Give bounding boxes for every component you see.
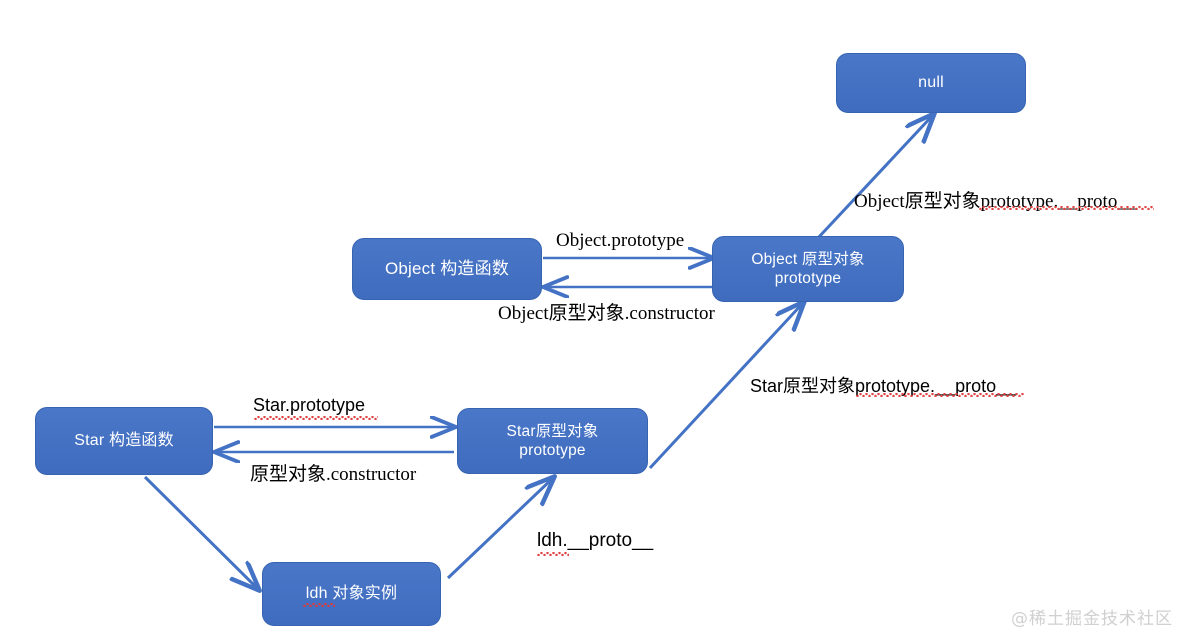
edge-label-star-proto-constructor: 原型对象.constructor <box>250 464 417 485</box>
node-object-constructor[interactable]: Object 构造函数 <box>352 238 542 300</box>
spellcheck-underline-star-proto-to-object-proto <box>856 393 1024 397</box>
spellcheck-underline-ldh-node <box>303 603 335 607</box>
spellcheck-underline-ldh-proto <box>537 552 569 556</box>
edge-label-object-proto-constructor: Object原型对象.constructor <box>498 303 715 324</box>
edge-label-ldh-proto: ldh.__proto__ <box>537 530 654 551</box>
node-star-prototype[interactable]: Star原型对象 prototype <box>457 408 648 474</box>
spellcheck-underline-object-proto-to-null <box>979 206 1154 210</box>
edge-label-star-prototype: Star.prototype <box>253 395 366 415</box>
node-object-prototype[interactable]: Object 原型对象 prototype <box>712 236 904 302</box>
arrow-instance-to-star-proto <box>446 478 553 580</box>
node-ldh-instance[interactable]: ldh 对象实例 <box>262 562 441 626</box>
node-star-constructor[interactable]: Star 构造函数 <box>35 407 213 475</box>
arrow-star-ctor-to-instance <box>143 475 258 589</box>
edge-label-star-proto-to-object-proto: Star原型对象prototype.__proto__ <box>750 376 1017 396</box>
spellcheck-underline-star-prototype <box>254 416 378 420</box>
edge-label-object-prototype: Object.prototype <box>556 230 685 251</box>
node-null[interactable]: null <box>836 53 1026 113</box>
arrow-object-proto-to-null <box>816 115 933 240</box>
watermark: @稀土掘金技术社区 <box>1011 609 1173 629</box>
